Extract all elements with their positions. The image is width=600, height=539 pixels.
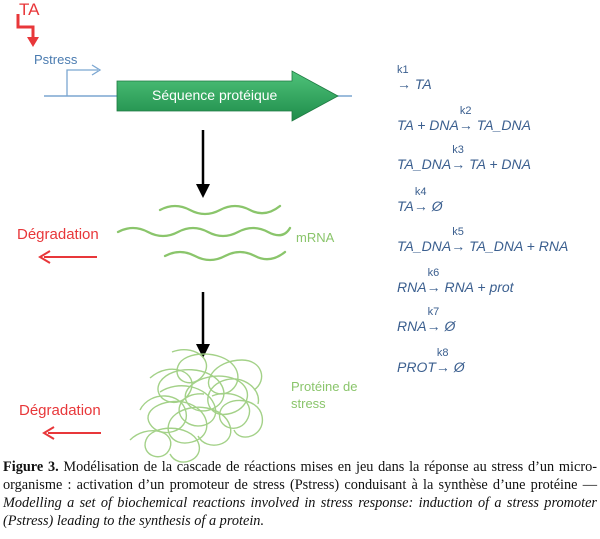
- reaction-arrow: →: [413, 198, 428, 214]
- ta-label: TA: [19, 0, 40, 19]
- sequence-label: Séquence protéique: [152, 87, 278, 103]
- mrna-waves: [116, 204, 292, 262]
- protein-label: Protéine de stress: [291, 379, 358, 411]
- degradation-label-protein: Dégradation: [19, 402, 101, 419]
- figure-number: Figure 3.: [3, 459, 59, 475]
- reaction-lhs: TA: [397, 198, 414, 214]
- reaction-rhs: TA + DNA: [469, 156, 531, 172]
- reaction-rhs: Ø: [444, 318, 456, 334]
- caption-english: Modelling a set of biochemical reactions…: [3, 495, 597, 529]
- sequence-block-arrow: [116, 70, 339, 122]
- protein-degradation-arrow: [42, 426, 101, 440]
- reaction-lhs: TA_DNA: [397, 156, 452, 172]
- rate-constant: k1: [397, 64, 409, 76]
- rate-constant: k8: [436, 347, 449, 359]
- reaction-rhs: TA_DNA: [476, 117, 531, 133]
- caption-french: Modélisation de la cascade de réactions …: [3, 459, 597, 493]
- rate-constant: k7: [427, 306, 440, 318]
- transcription-arrow: [196, 130, 210, 198]
- pstress-label: Pstress: [34, 52, 78, 67]
- reaction-rhs: TA_DNA + RNA: [469, 238, 569, 254]
- reaction-arrow: →: [397, 76, 411, 92]
- reaction-arrow: →: [426, 318, 441, 334]
- reaction-lhs: TA_DNA: [397, 238, 452, 254]
- reaction-rhs: Ø: [431, 198, 443, 214]
- rate-constant: k4: [414, 186, 427, 198]
- reaction-arrow: →: [426, 279, 441, 295]
- reaction-lhs: PROT: [397, 359, 436, 375]
- degradation-label-mrna: Dégradation: [17, 226, 99, 243]
- reaction-1: k1→ TA: [397, 64, 432, 92]
- figure-caption: Figure 3. Modélisation de la cascade de …: [3, 458, 597, 530]
- reaction-lhs: TA + DNA: [397, 117, 459, 133]
- protein-tangle: [129, 349, 263, 463]
- ta-activation-arrow: [16, 14, 39, 47]
- reaction-rhs: Ø: [453, 359, 465, 375]
- rate-constant: k3: [452, 144, 464, 156]
- reaction-arrow: →: [451, 238, 466, 254]
- mrna-degradation-arrow: [38, 250, 97, 264]
- promoter-arrow: [66, 64, 102, 96]
- reaction-lhs: RNA: [397, 318, 427, 334]
- reaction-rhs: TA: [414, 76, 432, 92]
- mrna-label: mRNA: [296, 230, 335, 245]
- reaction-arrow: →: [435, 359, 450, 375]
- translation-arrow: [196, 292, 210, 358]
- reaction-rhs: RNA + prot: [444, 279, 514, 295]
- rate-constant: k2: [459, 105, 472, 117]
- rate-constant: k5: [452, 226, 464, 238]
- rate-constant: k6: [427, 267, 440, 279]
- reaction-arrow: →: [451, 156, 466, 172]
- reaction-lhs: RNA: [397, 279, 427, 295]
- reaction-arrow: →: [458, 117, 473, 133]
